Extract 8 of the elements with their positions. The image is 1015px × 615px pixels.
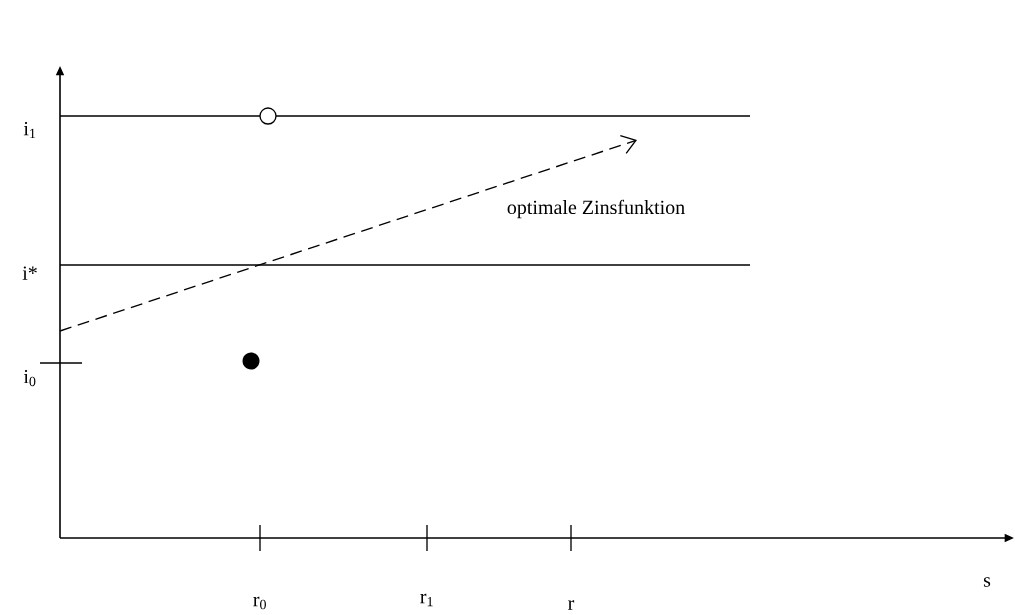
axis-label: s <box>983 577 991 587</box>
axis-label: i* <box>22 266 37 280</box>
axis-label: r <box>568 600 575 610</box>
axis-label: i$_{1}$ <box>23 121 36 139</box>
curve-label: optimale Zinsfunktion <box>507 199 685 219</box>
axis-label: r$_{0}$ <box>253 596 266 610</box>
axis-label: r$_{1}$ <box>420 593 433 607</box>
axis-label: i$_{0}$ <box>23 369 36 387</box>
